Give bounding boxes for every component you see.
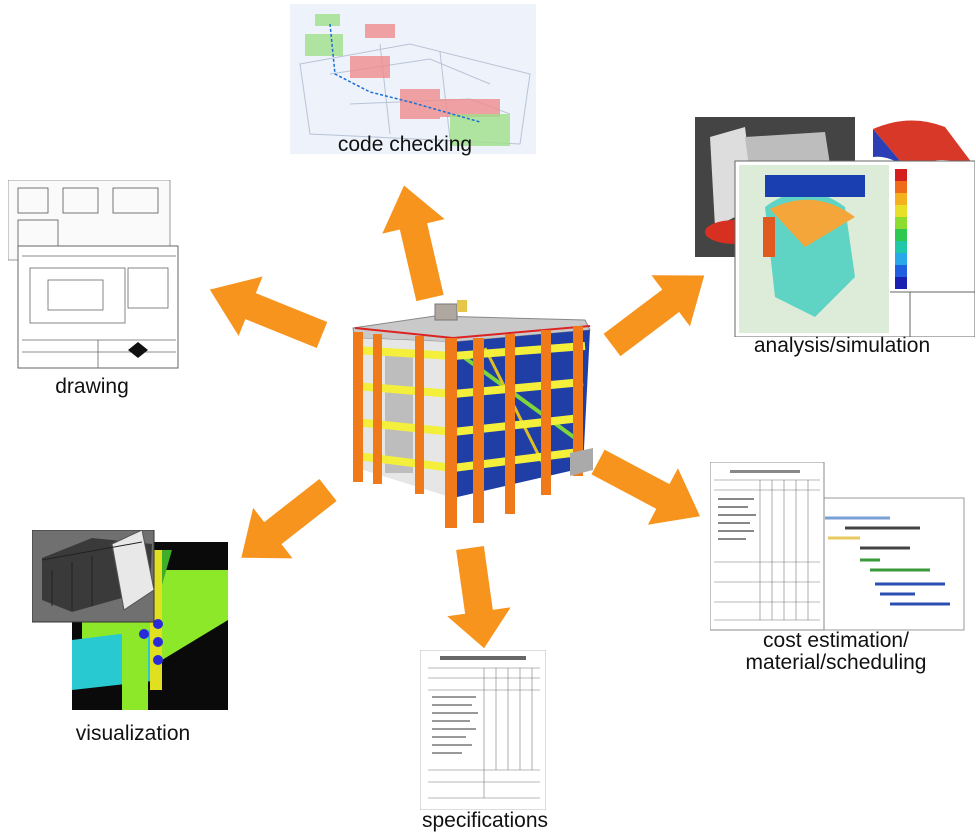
label-cost-line1: cost estimation/ [763,629,909,652]
visualization-image [32,530,228,710]
label-specifications: specifications [421,809,549,832]
label-code-checking: code checking [337,133,473,156]
label-cost-estimation: cost estimation/ material/scheduling [716,630,956,674]
analysis-simulation-image [695,117,975,337]
arrow-drawing [197,260,334,365]
arrow-specifications [438,543,516,653]
label-drawing: drawing [55,375,129,398]
arrow-cost [582,433,716,545]
code-checking-image [290,4,536,154]
drawing-image [8,180,180,370]
building-model [345,298,595,530]
arrow-code-checking [372,178,462,306]
label-visualization: visualization [75,722,191,745]
arrow-visualization [221,464,348,583]
specifications-image [420,650,546,810]
cost-estimation-image [710,462,966,632]
label-analysis-simulation: analysis/simulation [753,334,931,357]
label-cost-line2: material/scheduling [745,651,927,674]
